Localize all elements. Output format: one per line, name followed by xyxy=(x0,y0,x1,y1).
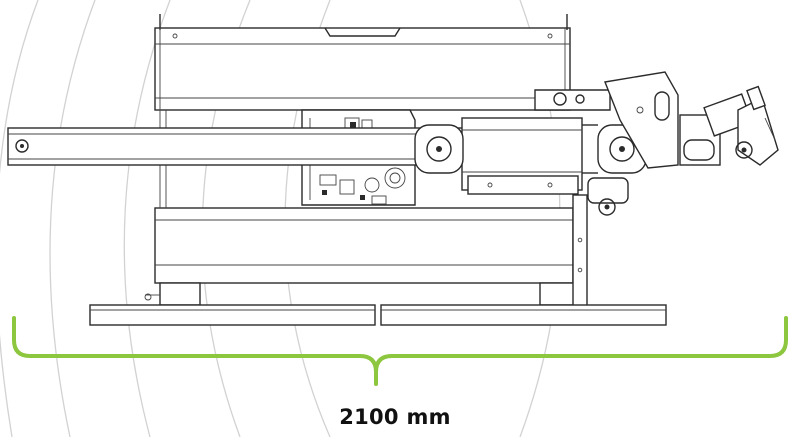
base-plates xyxy=(89,304,667,326)
upper-frame xyxy=(154,14,571,111)
dimension-label: 2100 mm xyxy=(339,405,451,429)
vertical-post xyxy=(572,194,588,308)
extension-arm xyxy=(7,127,479,166)
dimension-bracket xyxy=(12,316,788,386)
articulated-head xyxy=(534,71,779,169)
lower-frame xyxy=(144,110,581,306)
roller-assembly xyxy=(587,177,629,216)
